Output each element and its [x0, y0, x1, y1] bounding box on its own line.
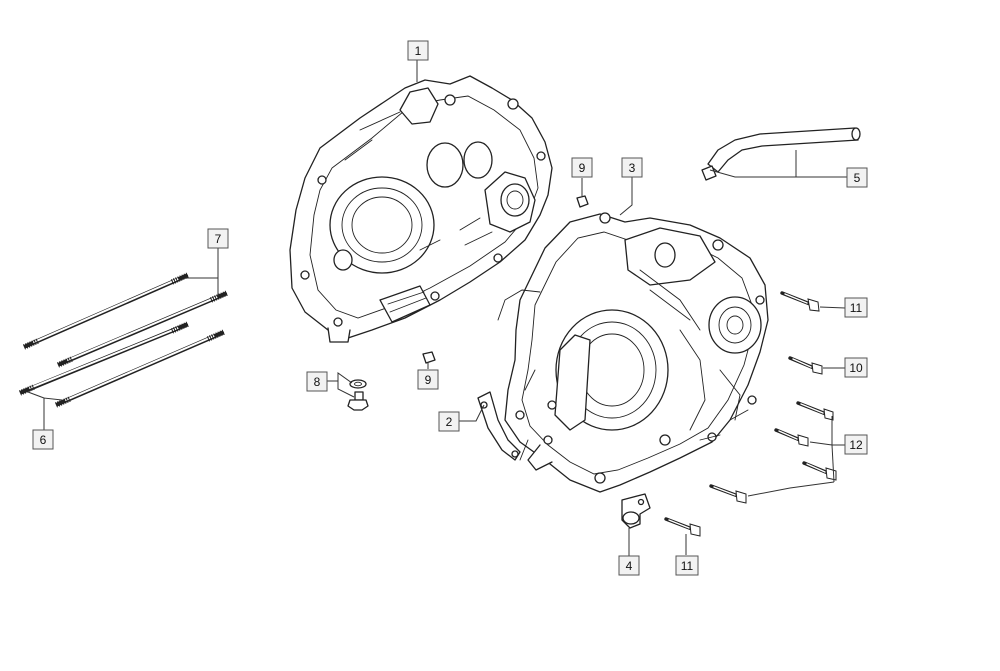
callout-5-label: 5 — [854, 171, 861, 185]
callout-9-upper: 9 — [571, 157, 593, 178]
callout-1-label: 1 — [415, 44, 422, 58]
callout-3-label: 3 — [629, 161, 636, 175]
callout-8-label: 8 — [314, 375, 321, 389]
callout-6-label: 6 — [40, 433, 47, 447]
callout-9-upper-label: 9 — [579, 161, 586, 175]
callout-2: 2 — [438, 411, 460, 432]
callout-1: 1 — [407, 40, 429, 61]
callout-9-lower-label: 9 — [425, 373, 432, 387]
callout-11-upper: 11 — [844, 297, 868, 318]
callout-4: 4 — [618, 555, 640, 576]
bolt-12-d — [709, 484, 747, 504]
dowel-pin-upper — [576, 195, 589, 208]
leader-lines — [27, 60, 847, 556]
callout-7: 7 — [207, 228, 229, 249]
bolt-10 — [788, 356, 823, 375]
cylinder-studs — [18, 272, 229, 408]
callout-7-label: 7 — [215, 232, 222, 246]
gasket-tab — [477, 391, 521, 461]
callout-12-label: 12 — [849, 438, 863, 452]
callout-8: 8 — [306, 371, 328, 392]
callout-10-label: 10 — [849, 361, 863, 375]
callout-4-label: 4 — [626, 559, 633, 573]
drain-bolt-assembly — [347, 379, 369, 411]
callout-11-lower-label: 11 — [681, 559, 694, 573]
cable-clamp — [621, 493, 651, 529]
bolt-11-upper — [780, 291, 820, 312]
callout-11-lower: 11 — [675, 555, 699, 576]
bolt-11-lower — [664, 517, 701, 537]
callout-12: 12 — [844, 434, 868, 455]
bolt-12-c — [802, 461, 837, 481]
bolt-12-a — [796, 401, 834, 421]
callout-2-label: 2 — [446, 415, 453, 429]
bolt-12-b — [774, 428, 809, 447]
breather-hose — [701, 127, 861, 181]
callout-6: 6 — [32, 429, 54, 450]
callout-3: 3 — [621, 157, 643, 178]
dowel-pin-lower — [422, 351, 436, 364]
callout-5: 5 — [846, 167, 868, 188]
right-crankcase-half — [497, 212, 769, 493]
callout-10: 10 — [844, 357, 868, 378]
callout-11-upper-label: 11 — [850, 301, 863, 315]
callout-9-lower: 9 — [417, 369, 439, 390]
left-crankcase-half — [289, 75, 553, 343]
